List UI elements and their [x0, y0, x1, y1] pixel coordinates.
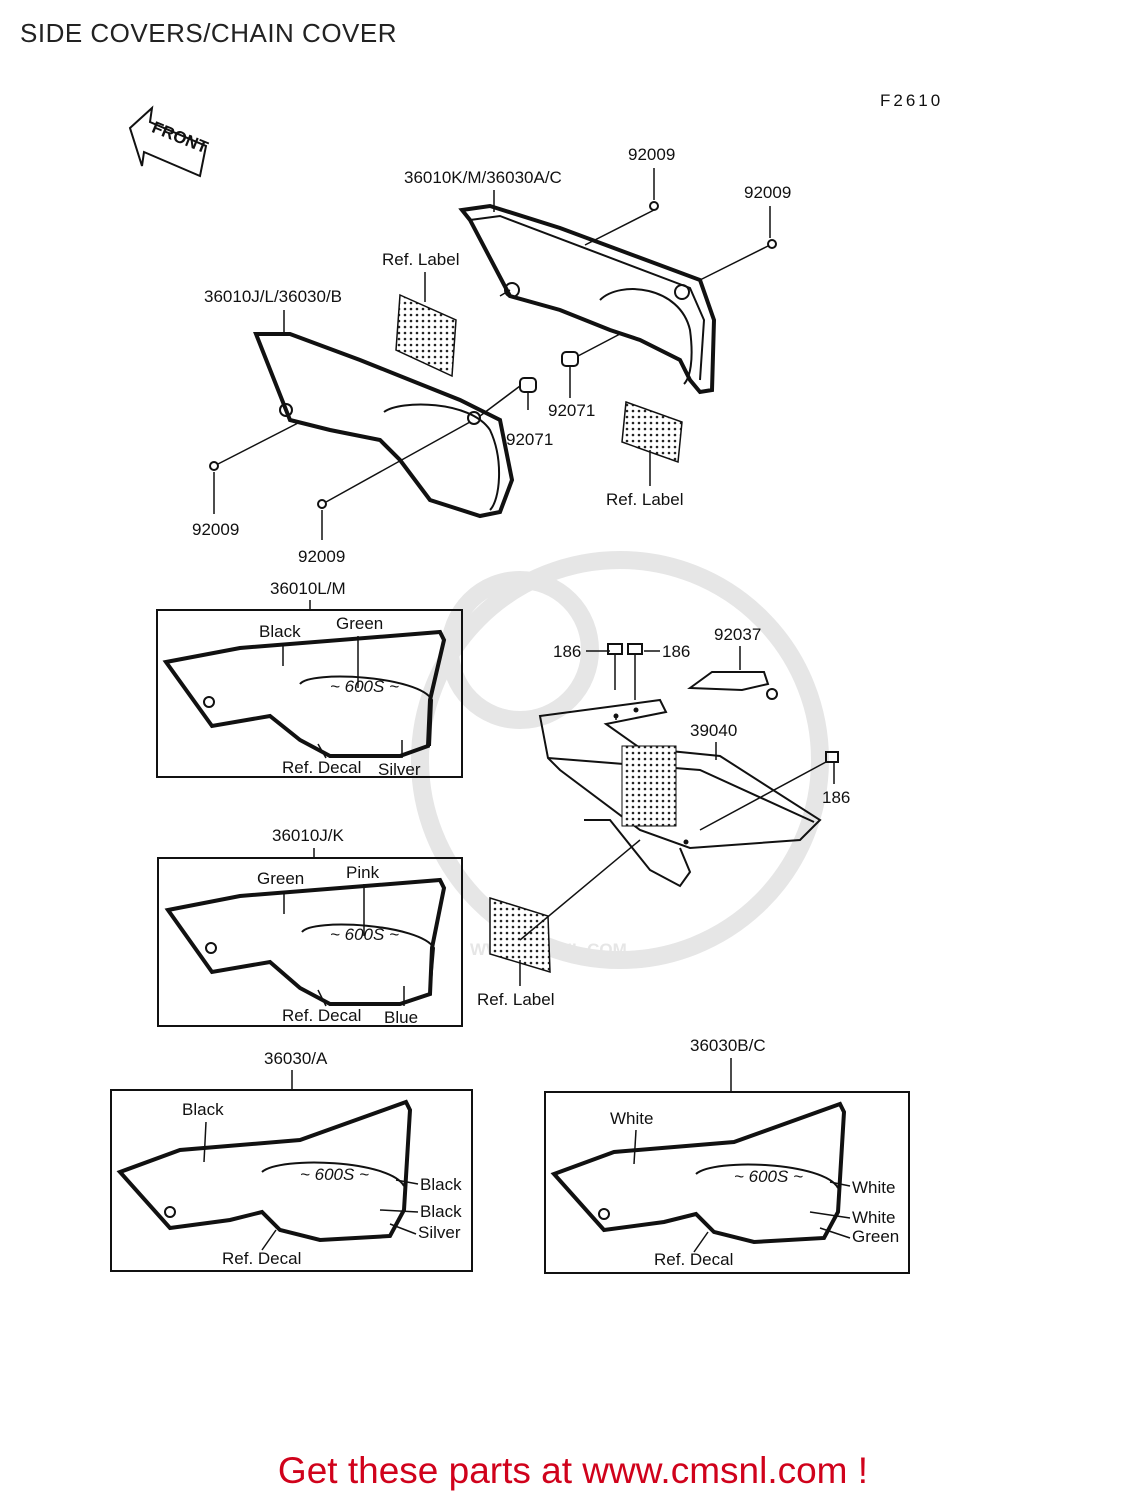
variant-code: 36030/A	[264, 1049, 328, 1068]
callout-ref-label-a: Ref. Label	[382, 250, 460, 269]
callout-92009-a: 92009	[628, 145, 675, 164]
variant-label-c: Ref. Decal	[282, 758, 361, 777]
variant-box-36010JK: 36010J/K ~ 600S ~ Green Pink Ref. Decal …	[157, 826, 463, 1027]
variant-label-a: Black	[259, 622, 301, 641]
front-arrow-label: FRONT	[149, 118, 211, 158]
variant-label-e: Ref. Decal	[654, 1250, 733, 1269]
grommet-hole	[504, 282, 520, 298]
variant-code: 36010J/K	[272, 826, 344, 845]
callout-ref-label-b: Ref. Label	[606, 490, 684, 509]
variant-label-b: White	[852, 1178, 895, 1197]
grommet-hole	[674, 284, 690, 300]
callout-39040: 39040	[690, 721, 737, 740]
callout-92071-a: 92071	[506, 430, 553, 449]
screw-icon	[209, 421, 301, 514]
side-cover-right	[458, 203, 717, 395]
callout-186-a: 186	[553, 642, 581, 661]
variant-label-c: Black	[420, 1202, 462, 1221]
ref-label-sticker	[621, 400, 683, 464]
variant-label-b: Black	[420, 1175, 462, 1194]
ref-label-sticker	[489, 896, 551, 974]
chain-cover	[538, 698, 822, 888]
front-arrow-icon: FRONT	[128, 105, 211, 178]
variant-box-36010LM: 36010L/M ~ 600S ~ Black Green Ref. Decal…	[156, 579, 463, 779]
page-title: SIDE COVERS/CHAIN COVER	[20, 18, 398, 48]
footer-promo-link[interactable]: Get these parts at www.cmsnl.com !	[277, 1450, 869, 1491]
ref-label-sticker	[395, 293, 457, 378]
callout-92071-b: 92071	[548, 401, 595, 420]
grommet-icon	[479, 333, 621, 417]
variant-label-b: Pink	[346, 863, 380, 882]
side-cover-left	[253, 332, 515, 519]
variant-label-d: Silver	[378, 760, 421, 779]
variant-code: 36010L/M	[270, 579, 346, 598]
grommet-hole	[467, 411, 481, 425]
screw-icon	[584, 201, 659, 246]
callout-92037: 92037	[714, 625, 761, 644]
variant-code: 36030B/C	[690, 1036, 766, 1055]
variant-label-c: Ref. Decal	[282, 1006, 361, 1025]
callout-92009-d: 92009	[298, 547, 345, 566]
variant-label-b: Green	[336, 614, 383, 633]
watermark: WWW.CMSNL.COM	[411, 551, 829, 969]
screw-icon	[699, 239, 777, 281]
variant-label-d: Blue	[384, 1008, 418, 1027]
screw-icon	[317, 421, 471, 540]
callout-186-b: 186	[662, 642, 690, 661]
grommet-hole	[279, 403, 293, 417]
variant-label-a: White	[610, 1109, 653, 1128]
bolt-icon	[607, 643, 643, 700]
callout-186-c: 186	[822, 788, 850, 807]
decal-logo: ~ 600S ~	[300, 1165, 369, 1184]
chain-cover-ribs	[621, 745, 677, 827]
figure-code: F2610	[880, 91, 943, 110]
callout-ref-label-c: Ref. Label	[477, 990, 555, 1009]
variant-label-e: Ref. Decal	[222, 1249, 301, 1268]
variant-label-a: Green	[257, 869, 304, 888]
variant-box-36030A: 36030/A ~ 600S ~ Black Black Black Silve…	[110, 1049, 473, 1272]
callout-36010KM: 36010K/M/36030A/C	[404, 168, 562, 187]
callout-92009-c: 92009	[192, 520, 239, 539]
decal-logo: ~ 600S ~	[330, 677, 399, 696]
variant-box-36030BC: 36030B/C ~ 600S ~ White White White Gree…	[544, 1036, 910, 1274]
variant-label-c: White	[852, 1208, 895, 1227]
decal-logo: ~ 600S ~	[734, 1167, 803, 1186]
variant-label-d: Green	[852, 1227, 899, 1246]
clamp-part	[687, 671, 770, 692]
callout-36010JL: 36010J/L/36030/B	[204, 287, 342, 306]
bolt-icon	[699, 751, 839, 831]
variant-label-a: Black	[182, 1100, 224, 1119]
variant-label-d: Silver	[418, 1223, 461, 1242]
callout-92009-b: 92009	[744, 183, 791, 202]
